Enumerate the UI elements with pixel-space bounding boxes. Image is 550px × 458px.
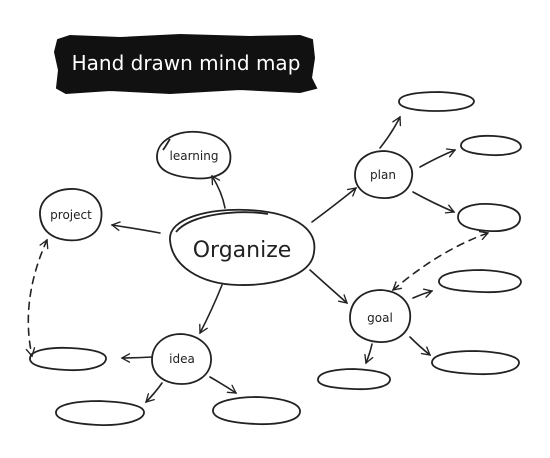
empty-bubble-plan-lower <box>457 203 521 233</box>
node-center-label: Organize <box>193 238 292 263</box>
dashed-project-to-left-bubble <box>25 238 49 358</box>
node-goal-label: goal <box>367 311 393 325</box>
node-idea-outline <box>151 333 212 385</box>
empty-bubble-goal-lower-left <box>317 368 391 391</box>
node-idea-label: idea <box>169 352 195 366</box>
node-learning-label: learning <box>170 149 219 163</box>
empty-bubble-goal-lower-right <box>431 350 520 376</box>
dashed-goal-to-plan-bubble <box>391 230 490 291</box>
node-learning-sketch-stroke <box>162 138 171 151</box>
node-plan-label: plan <box>370 168 396 182</box>
empty-bubble-idea-left <box>29 346 107 372</box>
arrow-plan-top <box>379 115 402 149</box>
arrow-goal-lower-right <box>409 336 432 356</box>
arrow-idea-lower-right <box>209 376 238 394</box>
node-project-label: project <box>50 208 92 222</box>
title-text: Hand drawn mind map <box>72 51 301 75</box>
node-labels: Organize learning project plan goal idea <box>50 149 396 366</box>
empty-bubble-goal-right <box>438 269 522 294</box>
node-center-outline <box>169 208 316 286</box>
empty-bubble-idea-lower-left <box>55 400 145 426</box>
arrow-goal-right <box>412 288 434 299</box>
arrow-plan-right <box>419 148 457 168</box>
banner-shape <box>53 33 318 95</box>
nodes <box>29 91 522 426</box>
arrow-goal-lower-left <box>364 343 374 365</box>
node-learning-outline <box>156 130 232 180</box>
empty-bubble-plan-top <box>398 91 475 112</box>
arrow-center-goal <box>309 269 349 304</box>
arrow-center-plan <box>311 187 358 223</box>
arrow-center-project <box>110 221 161 234</box>
empty-bubble-idea-lower-right <box>212 396 301 426</box>
arrow-idea-lower-left <box>145 382 163 403</box>
arrow-center-idea <box>199 284 223 335</box>
title-banner: Hand drawn mind map <box>53 33 318 95</box>
arrow-plan-lower <box>412 191 456 214</box>
empty-bubble-plan-right <box>460 134 522 157</box>
arrow-center-learning <box>211 174 226 209</box>
node-project-outline <box>39 188 103 242</box>
connectors <box>25 115 490 403</box>
node-plan-outline <box>354 150 413 199</box>
node-goal-outline <box>349 289 412 343</box>
node-center-sketch-stroke <box>175 211 269 233</box>
arrow-idea-left <box>120 353 153 363</box>
